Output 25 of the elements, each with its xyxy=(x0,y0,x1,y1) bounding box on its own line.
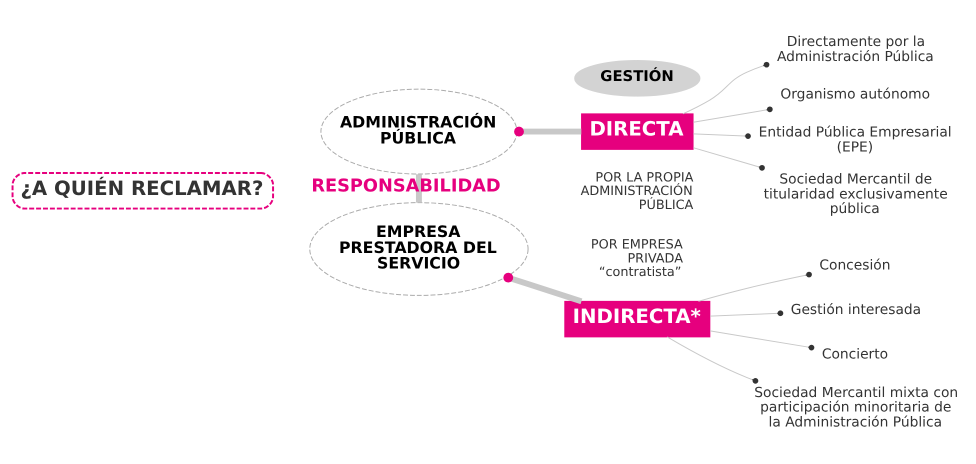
node-text: Organismo autónomo xyxy=(780,86,930,102)
connector xyxy=(710,330,814,350)
edge-label: RESPONSABILIDAD xyxy=(311,176,501,196)
node-label: POR LA PROPIA ADMINISTRACIÓN PÚBLICA xyxy=(580,170,694,212)
connector xyxy=(416,174,422,202)
connector xyxy=(698,271,812,302)
node-label: POR EMPRESA PRIVADA “contratista” xyxy=(590,236,683,280)
connector xyxy=(710,310,784,316)
node-box: DIRECTA xyxy=(581,112,694,150)
connector xyxy=(692,106,773,122)
connector xyxy=(666,336,758,384)
node-text: Directamente por la Administración Pública xyxy=(776,33,934,64)
node-text: Gestión interesada xyxy=(790,301,922,318)
node-text: Sociedad Mercantil mixta con participación minoritaria de la Administración Pública xyxy=(754,384,958,430)
node-ellipse: ADMINISTRACIÓN PÚBLICA xyxy=(320,88,518,174)
node-text: Concierto xyxy=(822,346,888,362)
connector xyxy=(692,146,765,170)
node-box: INDIRECTA* xyxy=(564,300,710,337)
node-ellipse: GESTIÓN xyxy=(574,60,700,96)
node-text: Sociedad Mercantil de titularidad exclusivamente pública xyxy=(764,171,948,217)
node-ellipse: EMPRESA PRESTADORA DEL SERVICIO xyxy=(309,202,529,296)
node-text: Entidad Pública Empresarial (EPE) xyxy=(758,124,952,156)
node-text: Concesión xyxy=(819,256,890,273)
connector xyxy=(503,272,582,304)
node-box: ¿A QUIÉN RECLAMAR? xyxy=(12,172,274,210)
